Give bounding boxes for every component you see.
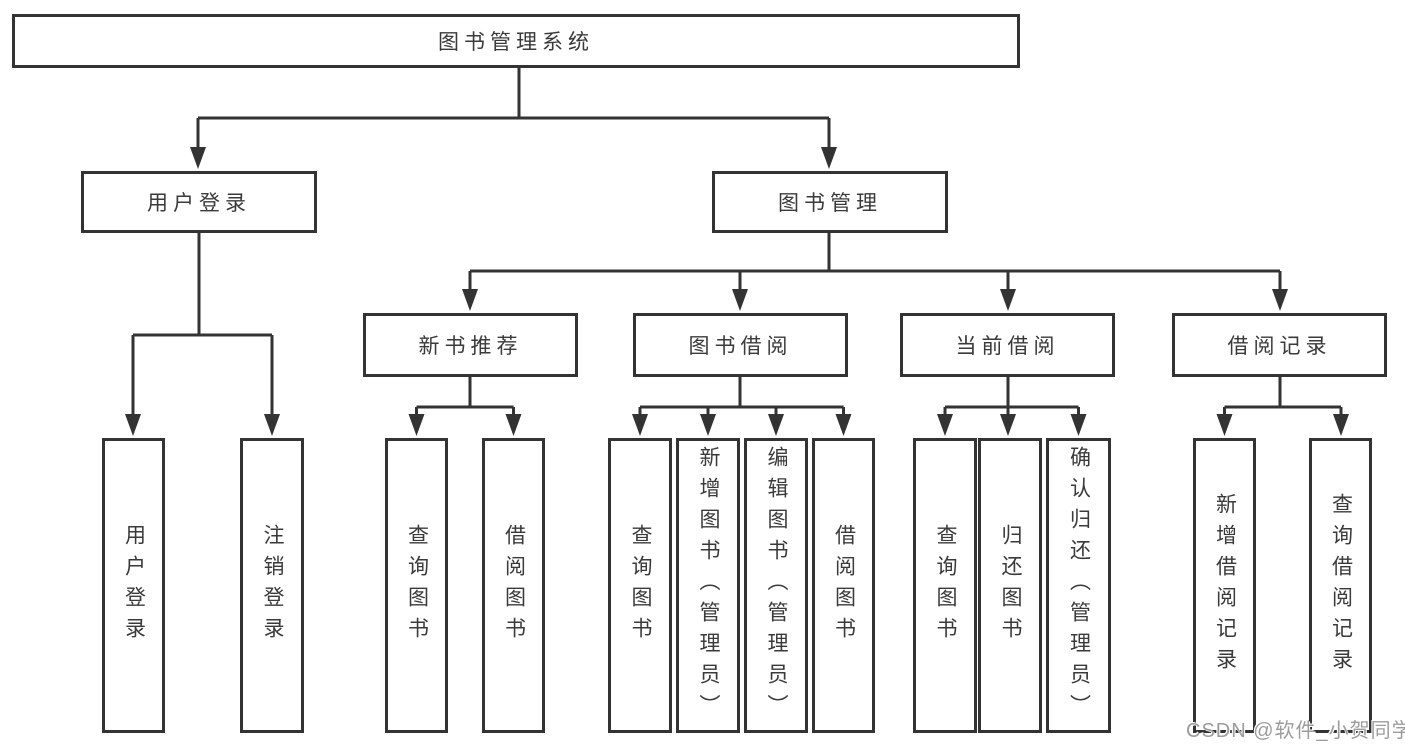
- leaf-borrow-books-2: 借阅图书: [812, 438, 875, 733]
- node-label: 编辑图书（管理员）: [765, 446, 788, 725]
- node-label: 查询图书: [629, 523, 652, 648]
- leaf-query-books-1: 查询图书: [385, 438, 448, 733]
- node-book-borrow: 图书借阅: [633, 313, 848, 377]
- edges-borrow-record: [1216, 377, 1349, 436]
- node-label: 图书管理系统: [438, 31, 594, 54]
- edges-new-book: [408, 377, 522, 436]
- node-label: 查询借阅记录: [1329, 492, 1353, 679]
- leaf-return-books: 归还图书: [978, 438, 1042, 733]
- node-book-management: 图书管理: [712, 171, 948, 233]
- leaf-add-books-admin: 新增图书（管理员）: [676, 438, 740, 733]
- node-label: 注销登录: [261, 523, 284, 648]
- node-label: 借阅图书: [832, 523, 856, 648]
- node-borrow-record: 借阅记录: [1172, 313, 1387, 377]
- node-label: 归还图书: [999, 523, 1022, 648]
- node-label: 图书管理: [778, 192, 882, 215]
- node-label: 新增借阅记录: [1213, 492, 1237, 679]
- node-label: 查询图书: [934, 523, 957, 648]
- node-label: 用户登录: [147, 192, 251, 215]
- node-library-system: 图书管理系统: [12, 14, 1020, 68]
- node-label: 查询图书: [405, 523, 429, 648]
- node-label: 借阅图书: [502, 523, 526, 648]
- edges-book-borrow: [632, 377, 852, 436]
- edges-root-to-level2: [190, 68, 837, 169]
- node-user-login: 用户登录: [81, 171, 317, 233]
- node-label: 借阅记录: [1227, 335, 1332, 358]
- leaf-confirm-return-admin: 确认归还（管理员）: [1046, 438, 1111, 733]
- edges-book-management: [462, 233, 1288, 311]
- leaf-add-borrow-record: 新增借阅记录: [1193, 438, 1256, 733]
- leaf-query-books-2: 查询图书: [608, 438, 672, 733]
- node-new-book-recommend: 新书推荐: [363, 313, 578, 377]
- edges-user-login: [125, 233, 280, 436]
- node-label: 用户登录: [122, 523, 146, 648]
- leaf-edit-books-admin: 编辑图书（管理员）: [744, 438, 808, 733]
- node-label: 图书借阅: [688, 335, 793, 358]
- node-label: 新增图书（管理员）: [697, 446, 720, 725]
- leaf-query-books-3: 查询图书: [913, 438, 977, 733]
- csdn-watermark: CSDN @软件_小贺同学: [1186, 720, 1405, 742]
- node-current-borrow: 当前借阅: [900, 313, 1115, 377]
- node-label: 确认归还（管理员）: [1067, 446, 1091, 725]
- leaf-user-login: 用户登录: [102, 438, 165, 733]
- leaf-borrow-books-1: 借阅图书: [482, 438, 545, 733]
- node-label: 当前借阅: [955, 335, 1060, 358]
- node-label: 新书推荐: [418, 335, 523, 358]
- edges-current-borrow: [937, 377, 1087, 436]
- leaf-query-borrow-record: 查询借阅记录: [1309, 438, 1372, 733]
- leaf-logout: 注销登录: [240, 438, 304, 733]
